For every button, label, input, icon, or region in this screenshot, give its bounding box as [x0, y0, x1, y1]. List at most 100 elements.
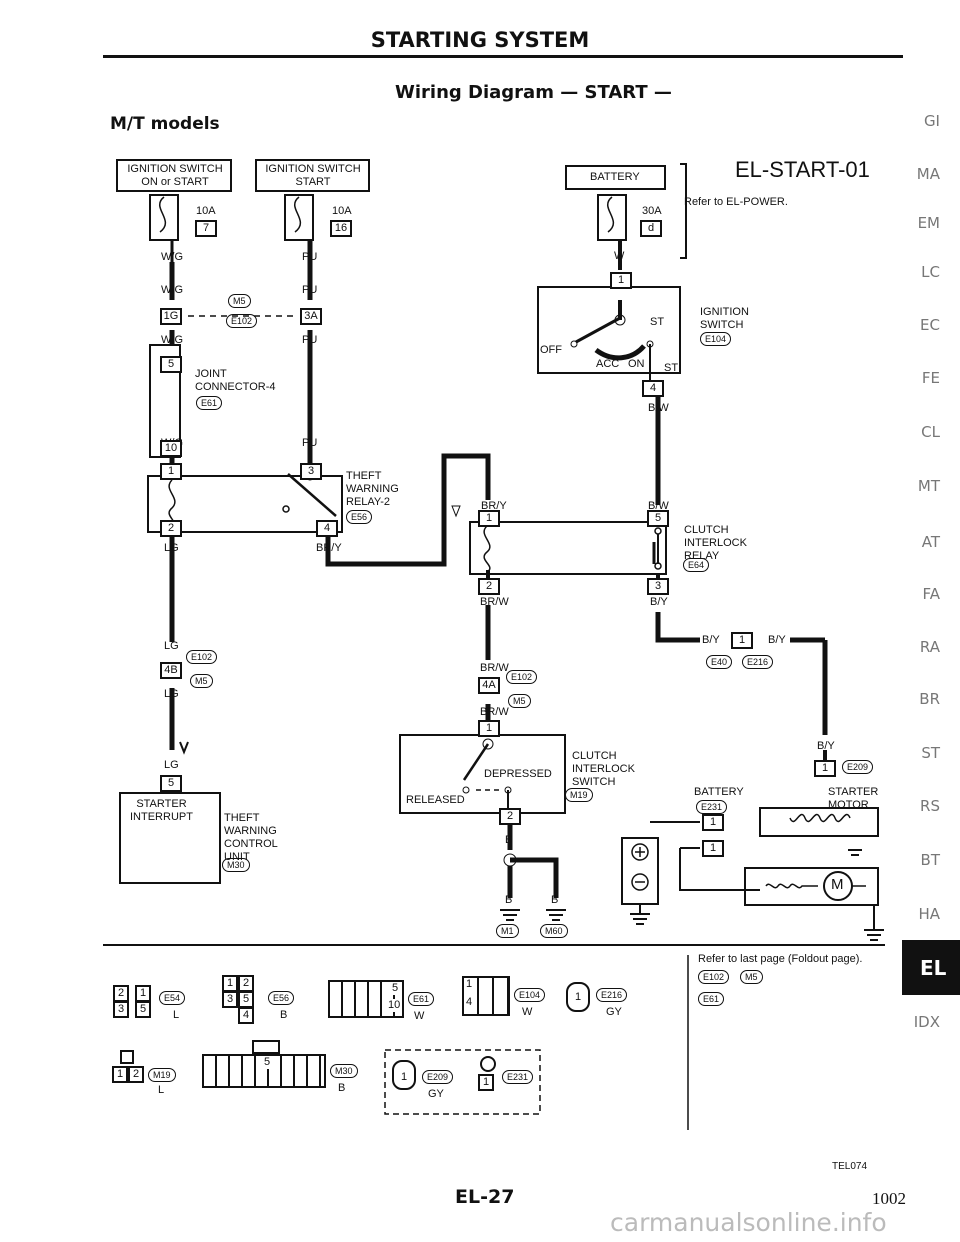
- header-rule: [103, 55, 903, 58]
- cv-e104-pin: 1: [466, 978, 473, 991]
- cv-e216-pin: 1: [566, 982, 590, 1012]
- ign-pos-acc: ACC: [596, 358, 620, 370]
- wire-label-pu-1: PU: [302, 251, 318, 263]
- ign-pos-on: ON: [628, 358, 645, 370]
- cv-e61-pin: 10: [388, 999, 401, 1012]
- conn-m5-1: M5: [228, 294, 251, 308]
- cv-e56-name: E56: [268, 991, 295, 1005]
- cv-e231-pin: 1: [478, 1074, 494, 1091]
- cv-e56-pin: 3: [222, 991, 238, 1008]
- cv-e209-pin: 1: [392, 1060, 416, 1090]
- sidebar-item-ha[interactable]: HA: [918, 905, 940, 923]
- motor-symbol: M: [831, 876, 844, 893]
- pin-joint-5: 5: [160, 356, 182, 373]
- wire-label-by-3: B/Y: [768, 634, 786, 646]
- foldout-ref-m5: M5: [740, 970, 763, 984]
- conn-e209-1: E209: [842, 760, 874, 774]
- conn-m19-1: M19: [565, 788, 593, 802]
- sidebar-item-el-active[interactable]: [902, 940, 960, 995]
- wire-label-lg-4: LG: [164, 759, 179, 771]
- pin-4a: 4A: [478, 677, 500, 694]
- conn-e216-1: E216: [742, 655, 774, 669]
- cv-m19-key: [120, 1050, 134, 1064]
- pin-cis-1: 1: [478, 720, 500, 737]
- cv-m19-pin: 2: [128, 1066, 144, 1083]
- pin-ign-1: 1: [610, 272, 632, 289]
- wire-label-b-2: B: [505, 894, 513, 906]
- wire-label-b-1: B: [505, 834, 513, 846]
- cv-e61-color: W: [414, 1010, 425, 1022]
- cv-e61-name: E61: [408, 992, 435, 1006]
- cv-e54-pin: 3: [113, 1001, 129, 1018]
- ign-pos-st-2: ST: [664, 362, 679, 374]
- wire-label-wg-1: W/G: [161, 251, 183, 263]
- cv-e216-name: E216: [596, 988, 628, 1002]
- sidebar-item-at[interactable]: AT: [921, 533, 940, 551]
- fuse-box-battery: [565, 165, 666, 190]
- cv-e56-color: B: [280, 1009, 288, 1021]
- sidebar-item-ec[interactable]: EC: [920, 316, 940, 334]
- diagram-title: Wiring Diagram — START —: [395, 82, 672, 103]
- switch-depressed: DEPRESSED: [484, 768, 552, 780]
- sidebar-item-gi[interactable]: GI: [923, 112, 940, 130]
- pin-relay-3: 3: [300, 463, 322, 480]
- conn-e104-1: E104: [700, 332, 732, 346]
- cv-e209-color: GY: [428, 1088, 444, 1100]
- conn-m5-2: M5: [190, 674, 213, 688]
- cv-e216-color: GY: [606, 1006, 622, 1018]
- cv-e56-pin: 2: [238, 975, 254, 992]
- wire-label-wg-2: W/G: [161, 284, 183, 296]
- foldout-note: Refer to last page (Foldout page).: [698, 953, 863, 965]
- ign-pos-off: OFF: [540, 344, 562, 356]
- pin-1g: 1G: [160, 308, 182, 325]
- fuse-battery-amp: 30A: [642, 205, 662, 217]
- conn-e102-1: E102: [226, 314, 258, 328]
- sidebar-item-fe[interactable]: FE: [921, 369, 940, 387]
- wire-label-brw-3: BR/W: [480, 706, 509, 718]
- fuse-box-ign-on: [116, 159, 232, 192]
- cv-e104-name: E104: [514, 988, 546, 1002]
- conn-e64: E64: [683, 558, 710, 572]
- sidebar-item-ra[interactable]: RA: [919, 638, 940, 656]
- conn-e231-1: E231: [696, 800, 728, 814]
- cv-e231-name: E231: [502, 1070, 534, 1084]
- wire-label-by-2: B/Y: [702, 634, 720, 646]
- sidebar-item-lc[interactable]: LC: [921, 263, 940, 281]
- cv-e54-pin: 2: [113, 985, 129, 1002]
- switch-released: RELEASED: [406, 794, 465, 806]
- cv-m30-color: B: [338, 1082, 346, 1094]
- section-title: STARTING SYSTEM: [370, 28, 590, 52]
- sidebar-item-st[interactable]: ST: [921, 744, 940, 762]
- foldout-ref-e61: E61: [698, 992, 725, 1006]
- cv-e56-pin: 1: [222, 975, 238, 992]
- sidebar-item-bt[interactable]: BT: [920, 851, 940, 869]
- conn-e56: E56: [346, 510, 373, 524]
- wire-label-by-1: B/Y: [650, 596, 668, 608]
- conn-m60: M60: [540, 924, 568, 938]
- sidebar-item-ma[interactable]: MA: [916, 165, 940, 183]
- pin-ign-4: 4: [642, 380, 664, 397]
- sidebar-item-rs[interactable]: RS: [920, 797, 940, 815]
- pin-bat-2: 1: [702, 840, 724, 857]
- pin-4b: 4B: [160, 662, 182, 679]
- sidebar-item-mt[interactable]: MT: [917, 477, 940, 495]
- sidebar-item-em[interactable]: EM: [917, 214, 940, 232]
- wire-label-bry-2: BR/Y: [481, 500, 507, 512]
- pin-bat-1: 1: [702, 814, 724, 831]
- fuse-ign-on-amp: 10A: [196, 205, 216, 217]
- sidebar-item-br[interactable]: BR: [919, 690, 940, 708]
- wire-label-bw-2: B/W: [648, 500, 669, 512]
- sidebar-item-fa[interactable]: FA: [922, 585, 940, 603]
- fuse-ign-on-num: 7: [195, 220, 217, 237]
- sidebar-item-idx[interactable]: IDX: [913, 1013, 940, 1031]
- cv-m30-pin: 5: [264, 1056, 271, 1069]
- sidebar-item-el-label: EL: [920, 956, 947, 980]
- fuse-ign-start-num: 16: [330, 220, 352, 237]
- sidebar-item-cl[interactable]: CL: [921, 423, 940, 441]
- figure-code: TEL074: [832, 1161, 868, 1172]
